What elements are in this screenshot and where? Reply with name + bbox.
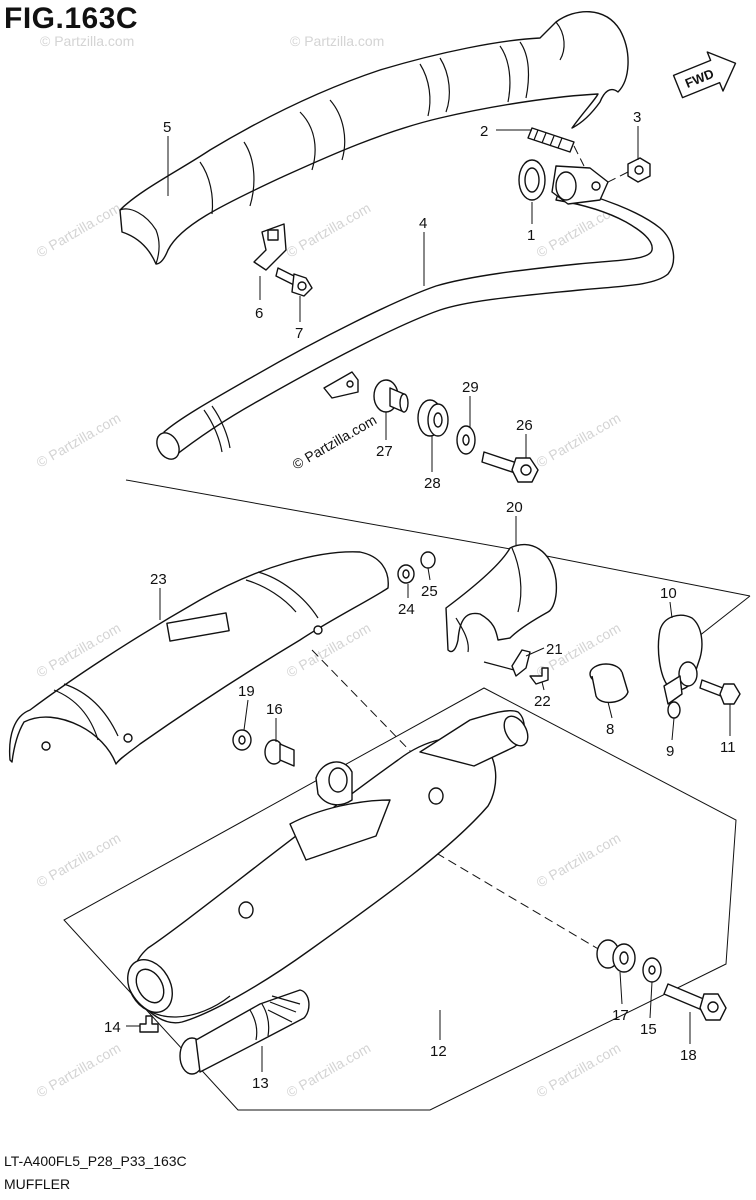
part-28-grommet [417, 399, 449, 437]
callout-18: 18 [680, 1047, 697, 1064]
callout-16: 16 [266, 701, 283, 718]
callout-14: 14 [104, 1019, 121, 1036]
part-13-spark-arrester [179, 989, 310, 1075]
exhaust-flange [551, 165, 609, 205]
part-11-bolt [699, 679, 741, 705]
part-14-screw [139, 1015, 159, 1033]
callout-7: 7 [295, 325, 303, 342]
watermark-text: © Partzilla.com [534, 1040, 624, 1101]
part-21-clip [483, 649, 531, 677]
watermark-text: © Partzilla.com [34, 410, 124, 471]
part-26-bolt [481, 451, 539, 483]
callout-26: 26 [516, 417, 533, 434]
callout-27: 27 [376, 443, 393, 460]
callout-23: 23 [150, 571, 167, 588]
figure-code: LT-A400FL5_P28_P33_163C [4, 1153, 187, 1169]
part-7-bolt [275, 267, 313, 297]
part-22-screw [529, 667, 549, 685]
part-23-muffler-heat-shield [8, 551, 389, 765]
part-8-gasket-sleeve [589, 663, 629, 703]
callout-13: 13 [252, 1075, 269, 1092]
callout-11: 11 [720, 739, 736, 756]
part-2-stud [527, 127, 585, 167]
callout-17: 17 [612, 1007, 629, 1024]
callout-6: 6 [255, 305, 263, 322]
callout-12: 12 [430, 1043, 447, 1060]
callout-15: 15 [640, 1021, 657, 1038]
watermark-text: © Partzilla.com [284, 1040, 374, 1101]
callout-9: 9 [666, 743, 674, 760]
callout-2: 2 [480, 123, 488, 140]
part-3-nut [603, 157, 651, 185]
part-24-washer [397, 564, 415, 584]
figure-title: FIG.163C [4, 2, 139, 35]
watermark-text: © Partzilla.com [34, 1040, 124, 1101]
callout-21: 21 [546, 641, 563, 658]
callout-28: 28 [424, 475, 441, 492]
part-17-grommet [596, 939, 636, 973]
part-29-washer [456, 425, 476, 455]
callout-22: 22 [534, 693, 551, 710]
part-12-assembly-outline [63, 687, 737, 1111]
callout-20: 20 [506, 499, 523, 516]
part-15-washer [642, 957, 662, 983]
watermark-text: © Partzilla.com [34, 830, 124, 891]
callout-5: 5 [163, 119, 171, 136]
watermark-text: © Partzilla.com [284, 200, 374, 261]
part-19-nut [232, 729, 252, 751]
part-12-muffler [127, 710, 529, 1024]
callout-numbers: 5 2 3 1 4 6 7 27 28 29 26 20 23 24 25 21… [104, 109, 736, 1092]
callout-4: 4 [419, 215, 427, 232]
part-18-bolt [663, 983, 727, 1021]
callout-8: 8 [606, 721, 614, 738]
part-5-pipe-heat-shield [119, 11, 629, 265]
watermark-text: © Partzilla.com [40, 33, 134, 49]
callout-25: 25 [421, 583, 438, 600]
part-1-gasket [518, 159, 546, 201]
watermark-text: © Partzilla.com [290, 412, 380, 473]
forward-arrow-icon: FWD [672, 51, 737, 99]
part-4-exhaust-pipe [156, 187, 675, 460]
part-6-bracket [253, 223, 287, 271]
watermark-text: © Partzilla.com [34, 200, 124, 261]
watermark-text: © Partzilla.com [534, 830, 624, 891]
part-10-clamp [657, 614, 703, 691]
watermark-text: © Partzilla.com [290, 33, 384, 49]
figure-name: MUFFLER [4, 1176, 71, 1192]
callout-3: 3 [633, 109, 641, 126]
assembly-reference-lines [125, 479, 751, 951]
watermark-text: © Partzilla.com [534, 410, 624, 471]
part-20-rear-heat-shield [445, 543, 558, 653]
callout-leaders [126, 126, 731, 1072]
callout-24: 24 [398, 601, 415, 618]
callout-10: 10 [660, 585, 677, 602]
callout-1: 1 [527, 227, 535, 244]
part-27-bushing [373, 379, 409, 413]
callout-19: 19 [238, 683, 255, 700]
part-16-collar [264, 739, 295, 767]
part-25-nut [420, 551, 436, 569]
callout-29: 29 [462, 379, 479, 396]
